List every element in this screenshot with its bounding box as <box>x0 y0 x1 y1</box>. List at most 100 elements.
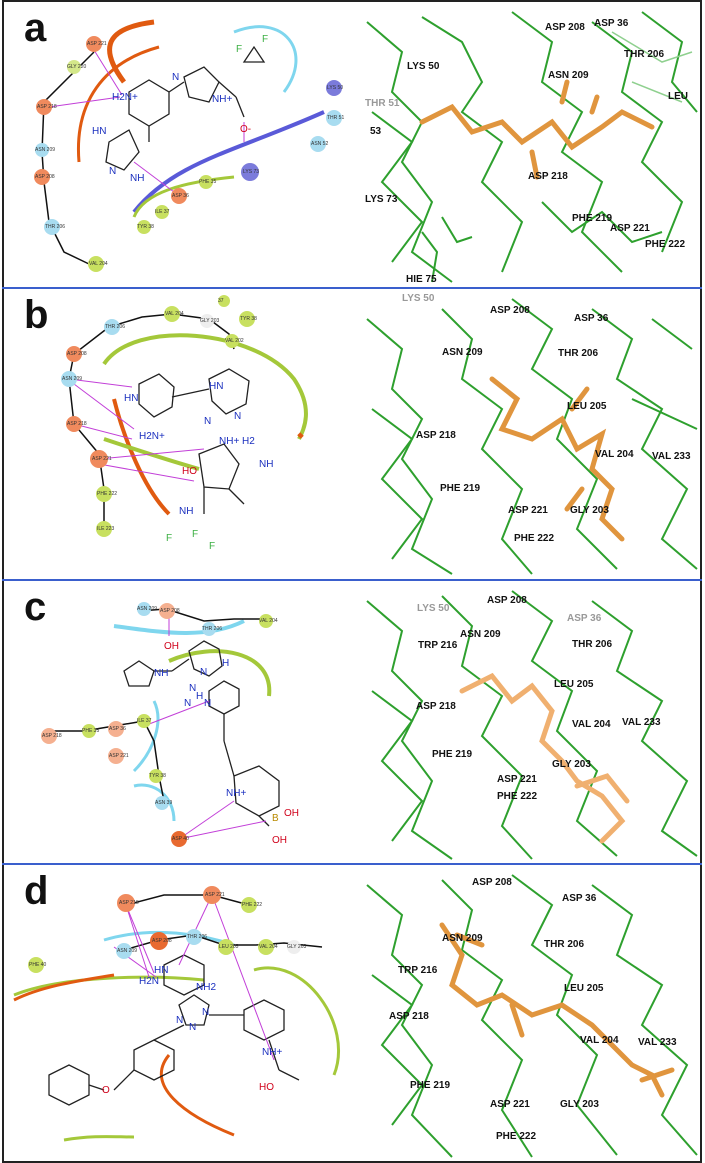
residue-bubbles: ASP 221 GLY 220 ASP 218 ASN 209 ASP 208 … <box>34 36 344 272</box>
atom-label: NH <box>130 173 144 184</box>
residue-bubble: LYS 50 <box>327 85 343 91</box>
residue-label: LYS 50 <box>417 603 450 614</box>
residue-bubble: GLY 203 <box>287 944 306 950</box>
residue-label: VAL 233 <box>622 717 661 728</box>
panel-label: a <box>24 6 47 50</box>
residue-bubble: ASP 221 <box>92 456 112 462</box>
residue-label: ASP 221 <box>610 223 650 234</box>
residue-label: ASP 208 <box>545 22 585 33</box>
residue-label: HIE 75 <box>406 274 437 285</box>
residue-bubble: ASN 209 <box>137 606 157 612</box>
residue-label: GLY 203 <box>560 1099 599 1110</box>
residue-bubble: ASP 208 <box>67 351 87 357</box>
residue-label: VAL 204 <box>572 719 611 730</box>
residue-label: VAL 204 <box>595 449 634 460</box>
atom-label: F <box>209 541 215 552</box>
residue-bubble: ASP 218 <box>67 421 87 427</box>
atom-label: N <box>184 698 191 709</box>
residue-label: ASP 36 <box>574 313 609 324</box>
atom-label: F <box>166 533 172 544</box>
residue-bubble: VAL 202 <box>225 338 244 344</box>
atom-label: H2N+ <box>139 431 165 442</box>
residue-bubble: ASN 209 <box>62 376 82 382</box>
residue-label: PHE 222 <box>496 1131 536 1142</box>
atom-label: NH+ H2 <box>219 436 255 447</box>
residue-label: THR 206 <box>544 939 584 950</box>
atom-label: O- <box>240 124 251 135</box>
atom-label: N <box>189 1022 196 1033</box>
residue-label: ASP 218 <box>416 430 456 441</box>
residue-bubble: THR 206 <box>105 324 125 330</box>
residue-label: PHE 222 <box>645 239 685 250</box>
panel-label: d <box>24 869 49 913</box>
residue-label: VAL 233 <box>638 1037 677 1048</box>
atom-label: N <box>204 698 211 709</box>
residue-bubble: THR 206 <box>202 626 222 632</box>
panel-label: c <box>24 585 47 629</box>
residue-bubble: ASP 40 <box>172 836 189 842</box>
atom-label: OH <box>164 641 179 652</box>
residue-bubble: ILE 37 <box>137 718 152 724</box>
panel-b: b HN H2N+ <box>2 289 702 579</box>
residue-bubble: PHE 222 <box>97 491 117 497</box>
binding-site-3d-view: LYS 50 ASP 208 ASP 36 ASN 209 TRP 216 TH… <box>362 581 700 863</box>
interaction-diagram-2d: OH NH N N N H N H NH+ B OH OH ASN 209 AS… <box>41 602 299 847</box>
residue-label: ASP 208 <box>472 877 512 888</box>
residue-bubble: ASP 221 <box>87 41 107 47</box>
residue-label: LEU 205 <box>554 679 594 690</box>
residue-label: PHE 222 <box>497 791 537 802</box>
residue-label: LEU 205 <box>564 983 604 994</box>
residue-label: ASP 221 <box>508 505 548 516</box>
atom-label: H <box>222 658 229 669</box>
atom-label: HN <box>154 965 168 976</box>
residue-label: ASP 36 <box>594 18 629 29</box>
interaction-diagram-2d: HN NH2 H2N N N N NH+ O HO ASP 218 ASP 22… <box>13 886 340 1142</box>
residue-bubble: PHE 222 <box>242 902 262 908</box>
residue-bubbles: ASN 209 ASP 208 THR 206 VAL 204 ASP 218 … <box>41 602 278 847</box>
residue-label: THR 206 <box>624 49 664 60</box>
residue-bubble: ASP 208 <box>152 938 172 944</box>
residue-label: ASP 218 <box>528 171 568 182</box>
atom-label: H <box>196 691 203 702</box>
residue-bubble: VAL 204 <box>165 311 184 317</box>
residue-bubble: ASP 218 <box>37 104 57 110</box>
residue-label: LEU <box>668 91 688 102</box>
residue-label: GLY 203 <box>552 759 591 770</box>
atom-label: N <box>176 1015 183 1026</box>
residue-bubble: PHE 40 <box>29 962 46 968</box>
residue-label: ASP 221 <box>490 1099 530 1110</box>
residue-bubble: VAL 204 <box>259 618 278 624</box>
residue-label: ASN 209 <box>442 347 483 358</box>
residue-label: PHE 219 <box>440 483 480 494</box>
atom-label: NH+ <box>212 94 232 105</box>
residue-bubbles: ASP 218 ASP 221 PHE 222 ASN 209 ASP 208 … <box>28 886 306 973</box>
residue-bubble: ASP 221 <box>205 892 225 898</box>
atom-label: NH+ <box>262 1047 282 1058</box>
atom-label: H2N <box>139 976 159 987</box>
residue-bubble: ASP 221 <box>109 753 129 759</box>
panel-divider <box>2 579 702 581</box>
residue-bubble: THR 206 <box>187 934 207 940</box>
residue-bubble: PHE 35 <box>199 179 216 185</box>
residue-bubble: TYR 38 <box>149 773 166 779</box>
atom-label: HO <box>182 466 197 477</box>
residue-label: ASN 209 <box>548 70 589 81</box>
atom-label: N <box>200 667 207 678</box>
binding-site-3d-view: ASP 208 ASP 36 ASN 209 THR 206 TRP 216 L… <box>362 865 700 1161</box>
residue-bubble: TYR 38 <box>240 316 257 322</box>
residue-label: LEU 205 <box>567 401 607 412</box>
residue-bubble: PHE 35 <box>82 728 99 734</box>
residue-label: TRP 216 <box>418 640 458 651</box>
panel-d: d <box>2 865 702 1163</box>
atom-label: F <box>192 529 198 540</box>
panel-c: c <box>2 581 702 863</box>
residue-label: LYS 50 <box>407 61 440 72</box>
atom-label: B <box>272 813 279 824</box>
residue-label: ASN 209 <box>442 933 483 944</box>
atom-label: H2N+ <box>112 92 138 103</box>
atom-label: F <box>262 34 268 45</box>
residue-bubble: LEU 205 <box>219 944 239 950</box>
residue-bubble: ASP 36 <box>109 726 126 732</box>
residue-bubble: 37 <box>218 298 224 304</box>
